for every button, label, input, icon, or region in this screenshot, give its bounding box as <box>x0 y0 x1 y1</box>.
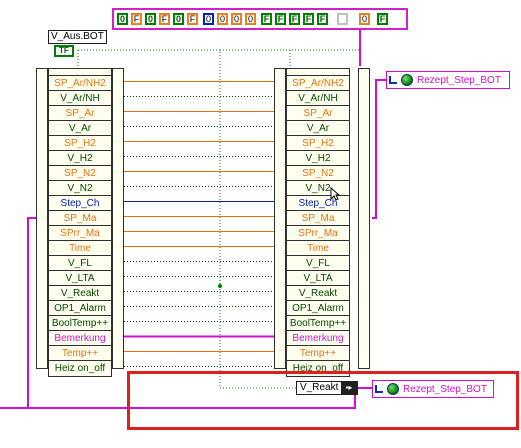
array-cell[interactable]: 0 <box>117 13 128 25</box>
left-bundle-output-terminal[interactable] <box>112 68 124 369</box>
mouse-cursor-icon <box>330 187 340 201</box>
bundle-element-row[interactable]: V_Ar <box>287 121 349 136</box>
bundle-element-row[interactable]: Time <box>287 241 349 256</box>
bundle-element-row[interactable]: OP1_Alarm <box>49 301 111 316</box>
bundle-element-row[interactable]: BoolTemp++ <box>287 316 349 331</box>
bottom-reference-node[interactable]: Rezept_Step_BOT <box>372 380 494 398</box>
array-cell[interactable] <box>337 13 348 25</box>
array-cell[interactable]: 0 <box>231 13 242 25</box>
wire-junction <box>218 284 222 288</box>
globe-icon <box>401 74 413 86</box>
cluster-wire-in[interactable] <box>0 217 36 409</box>
top-reference-node[interactable]: Rezept_Step_BOT <box>386 71 510 89</box>
unbundle-label: V_Reakt <box>300 382 339 393</box>
bottom-reference-label: Rezept_Step_BOT <box>403 383 487 395</box>
bundle-element-row[interactable]: V_FL <box>287 256 349 271</box>
array-cell[interactable]: 0 <box>245 13 256 25</box>
bundle-element-row[interactable]: Time <box>49 241 111 256</box>
unbundle-terminal-icon: ▪▸ <box>341 382 357 394</box>
cluster-wire-out[interactable] <box>372 79 386 219</box>
bundle-element-row[interactable]: Heiz on_off <box>54 363 106 374</box>
cluster-label: V_Aus.BOT <box>48 30 107 44</box>
bundle-element-row[interactable]: Bemerkung <box>287 331 349 346</box>
array-cell[interactable]: 0 <box>359 13 370 25</box>
bundle-element-row[interactable]: BoolTemp++ <box>49 316 111 331</box>
bundle-element-row[interactable]: OP1_Alarm <box>287 301 349 316</box>
bundle-element-row[interactable]: V_Reakt <box>287 286 349 301</box>
array-cell[interactable]: F <box>317 13 328 25</box>
top-reference-label: Rezept_Step_BOT <box>417 74 501 86</box>
bundle-element-row[interactable]: V_FL <box>49 256 111 271</box>
ref-terminal-icon <box>375 385 383 393</box>
bundle-element-row[interactable]: V_Ar/NH <box>49 91 111 106</box>
array-cell[interactable]: 0 <box>173 13 184 25</box>
array-cell[interactable]: F <box>289 13 300 25</box>
bundle-element-row[interactable]: V_LTA <box>49 271 111 286</box>
left-bundle-input-terminal[interactable] <box>36 68 48 369</box>
bundle-element-row[interactable]: V_Ar/NH <box>287 91 349 106</box>
bundle-element-row[interactable]: SP_Ar/NH2 <box>287 76 349 91</box>
bundle-element-row[interactable]: SPrr_Ma <box>287 226 349 241</box>
bundle-element-row[interactable]: V_N2 <box>287 181 349 196</box>
bundle-element-row[interactable]: Step_Ch <box>49 196 111 211</box>
cluster-wire-bottom[interactable] <box>28 395 356 409</box>
bundle-element-row[interactable]: Step_Ch <box>287 196 349 211</box>
array-cell[interactable]: 0 <box>145 13 156 25</box>
bundle-element-row[interactable]: SP_Ar <box>49 106 111 121</box>
array-cell[interactable]: F <box>303 13 314 25</box>
bundle-element-row[interactable]: V_Reakt <box>49 286 111 301</box>
bundle-element-row[interactable]: Temp++ <box>49 346 111 361</box>
bundle-element-row[interactable]: Temp++ <box>287 346 349 361</box>
tf-constant[interactable]: TF <box>54 45 74 57</box>
bundle-element-row[interactable]: Bemerkung <box>49 331 111 346</box>
bundle-element-row[interactable]: SP_Ar <box>287 106 349 121</box>
bundle-element-row[interactable]: SP_H2 <box>49 136 111 151</box>
bundle-element-row[interactable]: SP_Ma <box>287 211 349 226</box>
highlight-box <box>127 371 519 430</box>
unbundle-node[interactable]: V_Reakt ▪▸ <box>296 381 358 395</box>
array-cell[interactable]: 0 <box>217 13 228 25</box>
array-cell[interactable]: F <box>261 13 272 25</box>
bundle-element-row[interactable]: V_H2 <box>49 151 111 166</box>
bundle-element-row[interactable]: SP_H2 <box>287 136 349 151</box>
bundle-header <box>287 69 349 76</box>
array-cell[interactable]: F <box>275 13 286 25</box>
ref-terminal-icon <box>389 76 397 84</box>
bundle-element-row[interactable]: V_N2 <box>49 181 111 196</box>
bundle-element-row[interactable]: V_LTA <box>287 271 349 286</box>
bundle-element-row[interactable]: SP_Ar/NH2 <box>49 76 111 91</box>
bundle-header <box>49 69 111 76</box>
bundle-element-row[interactable]: Heiz on_off <box>292 363 344 374</box>
bundle-element-row[interactable]: SP_N2 <box>49 166 111 181</box>
globe-icon <box>387 383 399 395</box>
array-cell[interactable]: F <box>131 13 142 25</box>
right-bundle-input-terminal[interactable] <box>274 68 286 369</box>
bundle-element-row[interactable]: V_H2 <box>287 151 349 166</box>
array-cell[interactable]: F <box>377 13 388 25</box>
bundle-element-row[interactable]: SP_Ma <box>49 211 111 226</box>
array-cell[interactable]: F <box>187 13 198 25</box>
bundle-element-row[interactable]: SP_N2 <box>287 166 349 181</box>
bundle-element-row[interactable]: SPrr_Ma <box>49 226 111 241</box>
array-cell[interactable]: F <box>159 13 170 25</box>
array-cell[interactable]: 0 <box>203 13 214 25</box>
right-bundle-output-terminal[interactable] <box>358 68 370 369</box>
bundle-element-row[interactable]: V_Ar <box>49 121 111 136</box>
